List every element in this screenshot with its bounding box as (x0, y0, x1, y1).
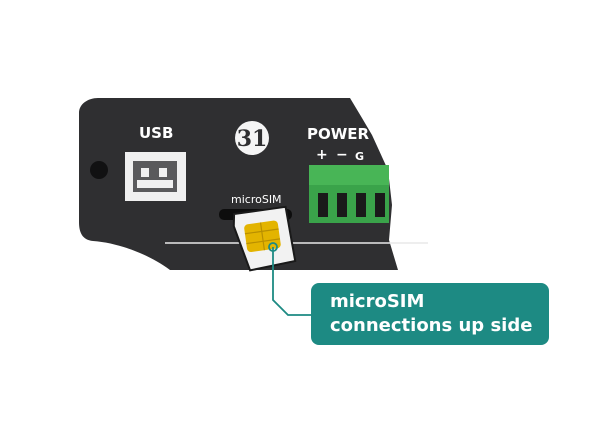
brand-logo-text: 31 (237, 126, 268, 152)
callout-box: microSIM connections up side (311, 283, 549, 345)
callout-leader-dot (268, 242, 278, 252)
usb-label: USB (139, 124, 174, 142)
usb-port (125, 152, 186, 201)
callout-line-1: microSIM (330, 291, 425, 312)
brand-logo-icon (235, 121, 269, 155)
sim-card (232, 205, 297, 272)
power-ground-label: G (355, 150, 365, 163)
callout-line-2: connections up side (330, 315, 533, 336)
power-terminal-block (309, 165, 389, 223)
callout-leader-line (272, 247, 312, 316)
microsim-label: microSIM (231, 193, 282, 206)
mounting-hole (90, 161, 108, 179)
device-panel (79, 98, 398, 270)
power-minus-label: − (336, 147, 348, 163)
power-plus-label: + (316, 147, 328, 163)
power-label: POWER (307, 125, 370, 143)
